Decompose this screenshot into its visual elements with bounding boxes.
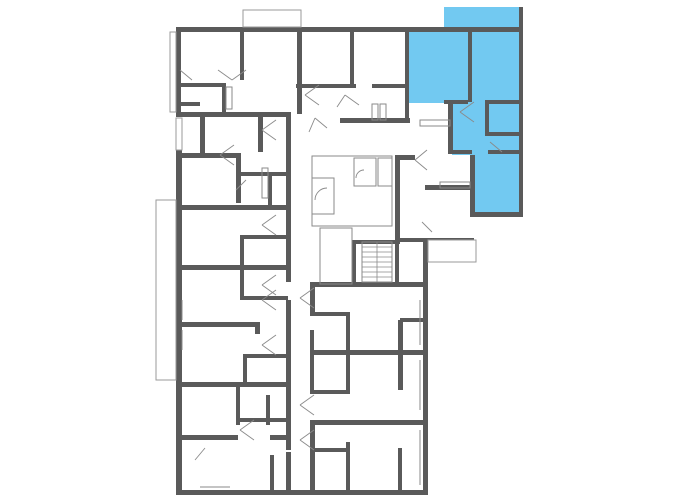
inner-walls-right [310,282,428,493]
staircase [361,241,393,283]
highlight-bedroom [472,150,522,213]
highlight-living-room [406,31,522,103]
inner-walls-left [178,153,291,492]
highlight-balcony [444,7,522,29]
inner-walls-top [178,30,522,282]
balconies [155,9,477,381]
highlighted-apartment[interactable] [406,7,522,213]
window-lines [181,300,421,488]
doors [179,69,503,461]
